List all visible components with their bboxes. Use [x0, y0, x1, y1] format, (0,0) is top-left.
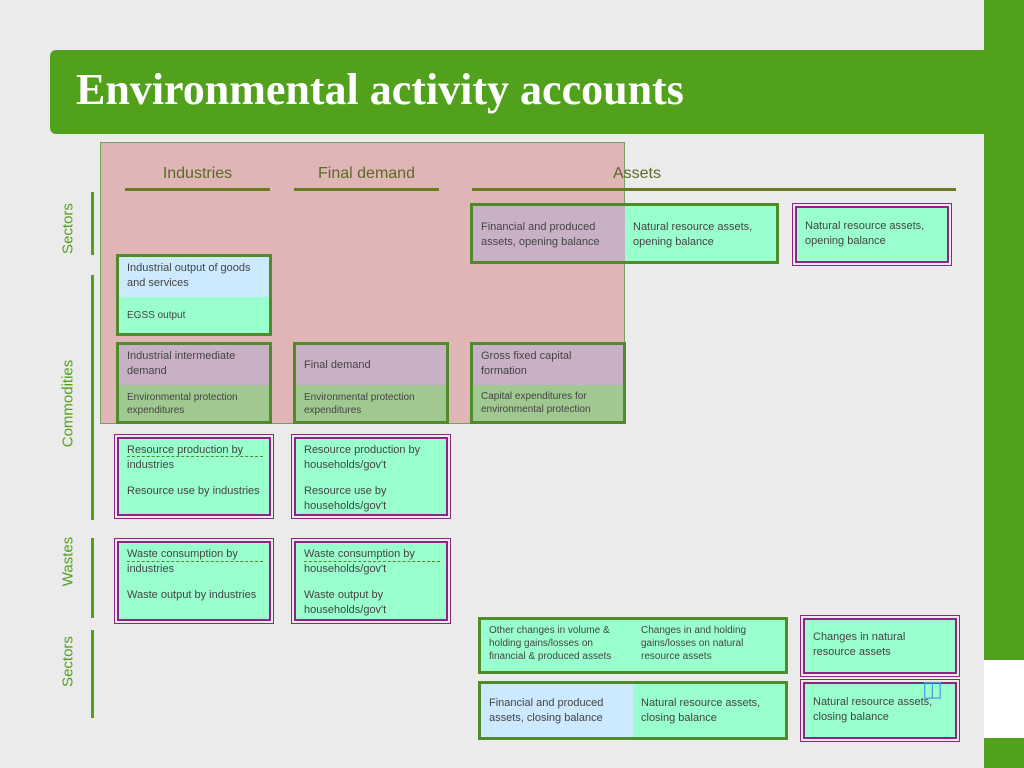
nat-closing-cell: Natural resource assets, closing balance — [633, 684, 785, 737]
waste-out-ind-cell: Waste output by industries — [127, 589, 257, 601]
res-prod-ind-cell: Resource production by industries — [127, 444, 244, 471]
flow-diagram-icon: ◫ — [922, 676, 943, 701]
right-accent-bar — [984, 0, 1024, 768]
waste-ind-dashed-divider — [127, 561, 263, 562]
sectors-bottom-bracket — [91, 630, 94, 718]
egss-output-cell: EGSS output — [119, 297, 269, 333]
row-label-sectors-bottom: Sectors — [59, 636, 77, 687]
row-label-wastes: Wastes — [59, 536, 77, 587]
fin-closing-cell: Financial and produced assets, closing b… — [481, 684, 633, 737]
resource-industries-box: Resource production by industries Resour… — [114, 434, 274, 519]
changes-natural-cell: Changes in natural resource assets — [805, 620, 955, 672]
waste-out-hh-cell: Waste output by households/gov't — [304, 589, 387, 616]
nat-opening-box: Natural resource assets, opening balance — [792, 203, 952, 266]
other-changes-cell: Other changes in volume & holding gains/… — [481, 620, 633, 671]
commodities-bracket — [91, 275, 94, 520]
sectors-top-bracket — [91, 192, 94, 255]
wastes-bracket — [91, 538, 94, 618]
waste-cons-ind-cell: Waste consumption by industries — [127, 548, 238, 575]
waste-hh-dashed-divider — [304, 561, 440, 562]
other-changes-box: Other changes in volume & holding gains/… — [478, 617, 788, 674]
assets-header-rule — [472, 188, 956, 191]
fin-opening-cell: Financial and produced assets, opening b… — [473, 206, 625, 261]
final-demand-box: Final demand Environmental protection ex… — [293, 342, 449, 424]
page-title: Environmental activity accounts — [76, 65, 684, 114]
closing-balance-box: Financial and produced assets, closing b… — [478, 681, 788, 740]
right-bar-notch — [984, 660, 1024, 738]
final-demand-header-rule — [294, 188, 439, 191]
env-exp-ind-cell: Environmental protection expenditures — [119, 385, 269, 421]
resource-households-box: Resource production by households/gov't … — [291, 434, 451, 519]
waste-households-box: Waste consumption by households/gov't Wa… — [291, 538, 451, 624]
column-header-industries: Industries — [162, 165, 233, 182]
intermediate-demand-cell: Industrial intermediate demand — [119, 345, 269, 385]
nat-closing-box: Natural resource assets, closing balance — [800, 679, 960, 742]
changes-holding-cell: Changes in and holding gains/losses on n… — [633, 620, 785, 671]
capex-env-cell: Capital expenditures for environmental p… — [473, 385, 623, 421]
res-ind-dashed-divider — [127, 456, 263, 457]
industrial-output-box: Industrial output of goods and services … — [116, 254, 272, 336]
column-header-final-demand: Final demand — [318, 165, 415, 182]
nat-opening-cell: Natural resource assets, opening balance — [625, 206, 776, 261]
industries-header-rule — [125, 188, 270, 191]
res-use-ind-cell: Resource use by industries — [127, 485, 260, 497]
intermediate-demand-box: Industrial intermediate demand Environme… — [116, 342, 272, 424]
industrial-output-cell: Industrial output of goods and services — [119, 257, 269, 297]
gfcf-cell: Gross fixed capital formation — [473, 345, 623, 385]
nat-opening-cell-2: Natural resource assets, opening balance — [797, 208, 947, 261]
waste-cons-hh-cell: Waste consumption by households/gov't — [304, 548, 415, 575]
final-demand-cell: Final demand — [296, 345, 446, 385]
changes-natural-box: Changes in natural resource assets — [800, 615, 960, 677]
row-label-commodities: Commodities — [59, 359, 77, 448]
row-label-sectors-top: Sectors — [59, 203, 77, 254]
env-exp-fd-cell: Environmental protection expenditures — [296, 385, 446, 421]
nat-closing-cell-2: Natural resource assets, closing balance — [805, 684, 955, 737]
title-bar: Environmental activity accounts — [50, 50, 984, 134]
gfcf-box: Gross fixed capital formation Capital ex… — [470, 342, 626, 424]
res-use-hh-cell: Resource use by households/gov't — [304, 485, 387, 512]
opening-balance-box: Financial and produced assets, opening b… — [470, 203, 779, 264]
column-header-assets: Assets — [612, 165, 661, 182]
res-prod-hh-cell: Resource production by households/gov't — [304, 444, 421, 471]
waste-industries-box: Waste consumption by industries Waste ou… — [114, 538, 274, 624]
